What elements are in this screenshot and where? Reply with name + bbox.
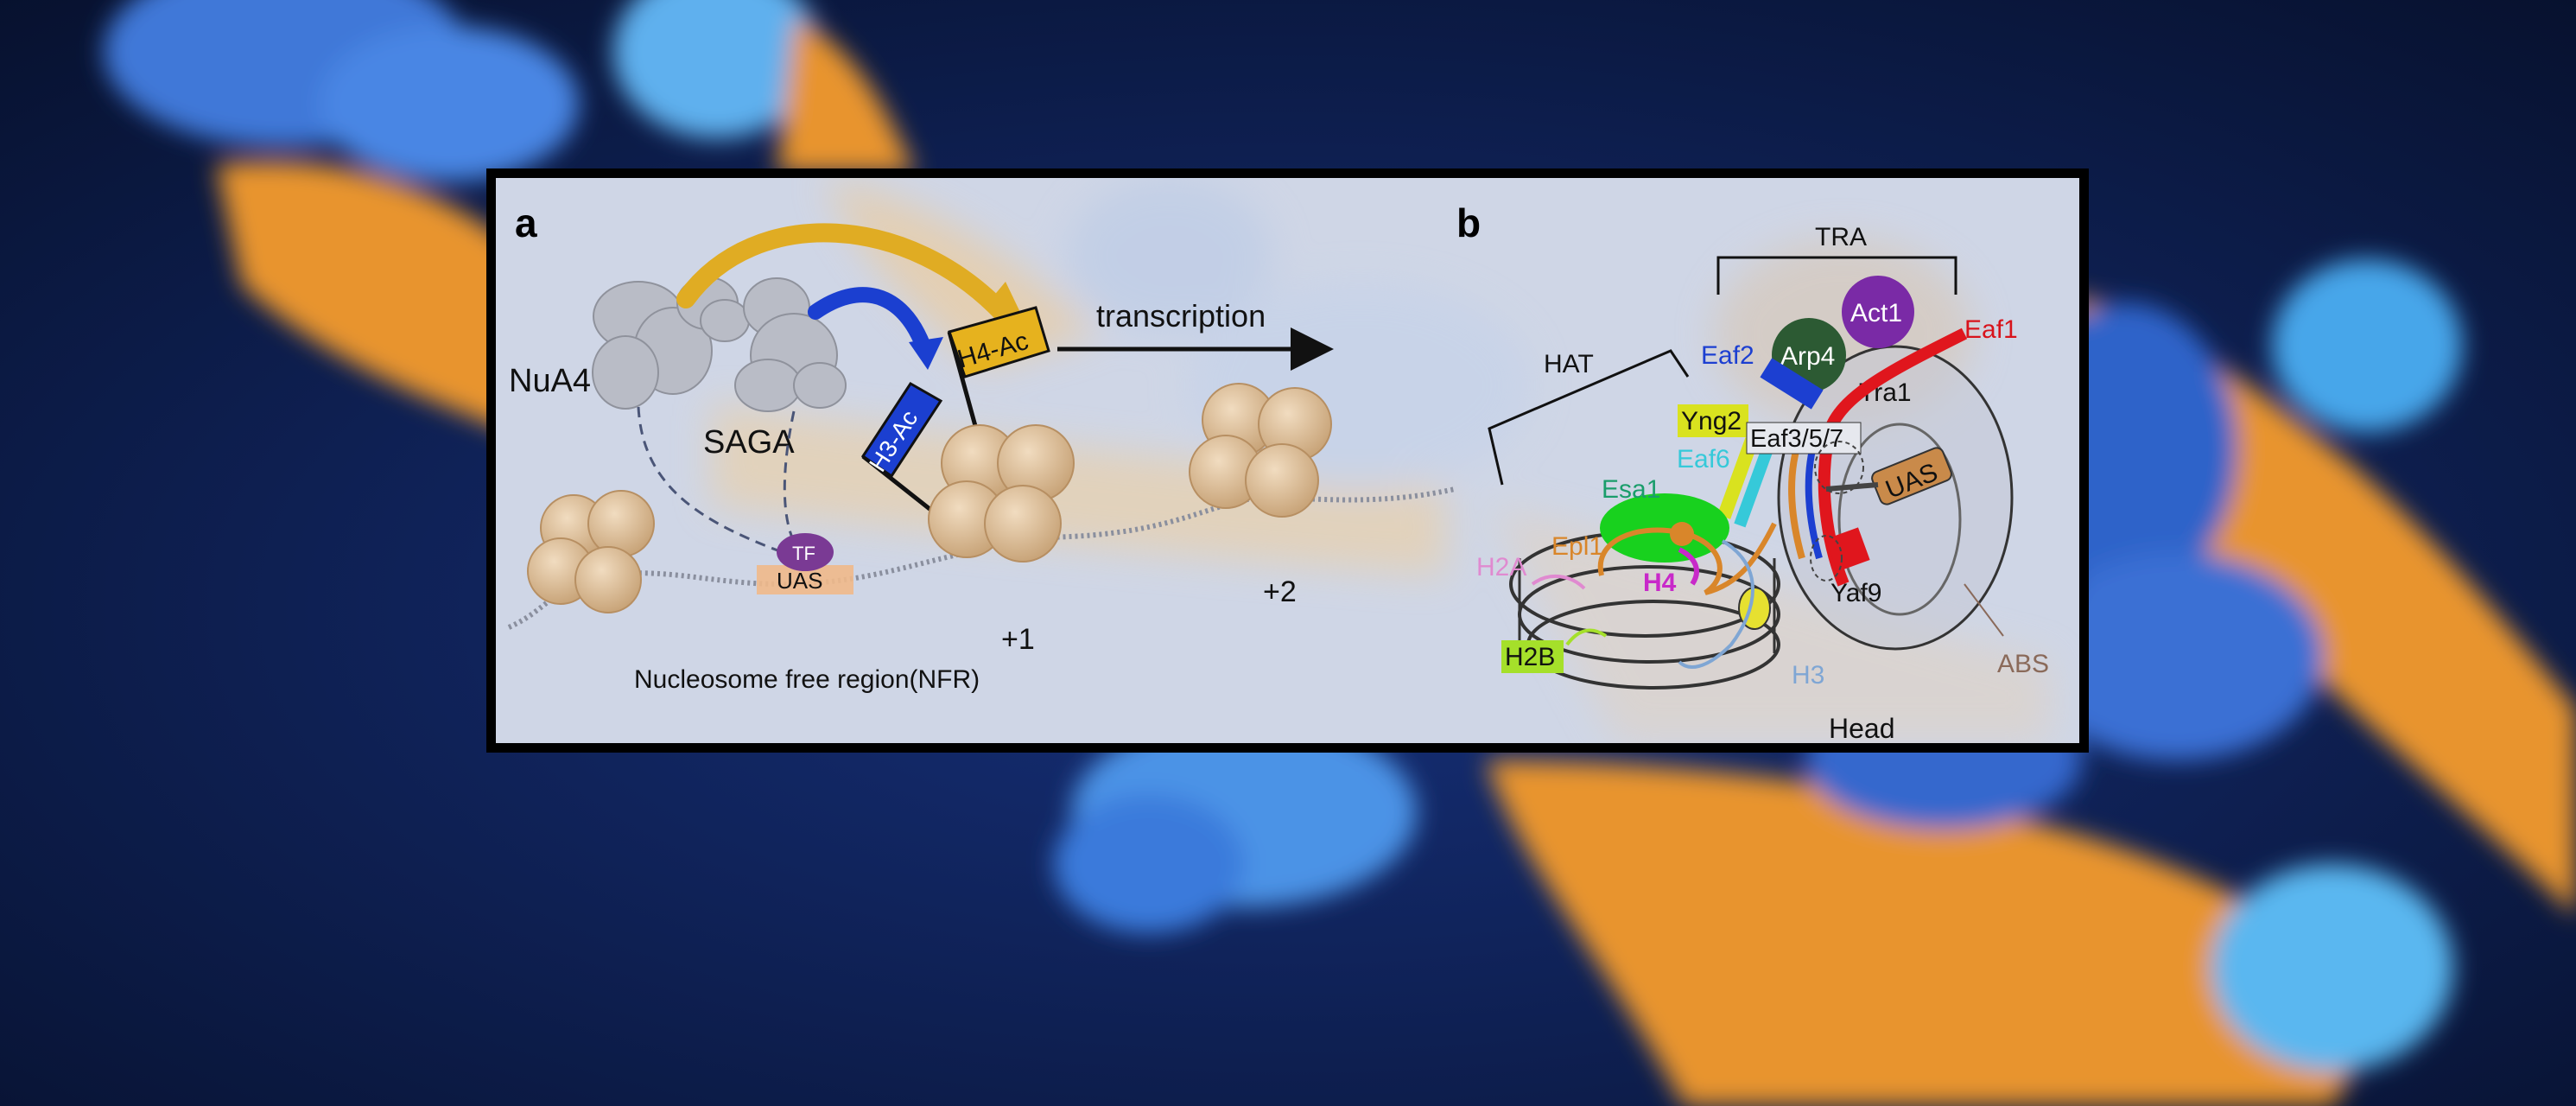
eaf1-label: Eaf1: [1964, 315, 2018, 344]
hat-label: HAT: [1544, 350, 1594, 378]
figure-panel: a NuA4 SAGA H4-Ac H3-Ac transcription: [486, 168, 2089, 753]
saga-arrow: [808, 287, 931, 354]
plus2-label: +2: [1263, 575, 1297, 608]
yng2-label: Yng2: [1681, 407, 1742, 435]
yng2-band: [1717, 437, 1759, 519]
uas-label-a: UAS: [777, 568, 822, 594]
panel-a-letter: a: [515, 200, 537, 245]
tf-label: TF: [792, 543, 815, 564]
plus1-label: +1: [1001, 623, 1035, 656]
saga-arrow-head: [909, 337, 943, 370]
yaf9-label: Yaf9: [1830, 579, 1882, 607]
eaf2-block: [1760, 358, 1824, 410]
yng2-label-bg: [1678, 404, 1748, 437]
act1-shape: [1842, 276, 1914, 348]
saga-label: SAGA: [703, 424, 795, 461]
eaf357-label: Eaf3/5/7: [1750, 425, 1843, 453]
esa1-label: Esa1: [1602, 475, 1660, 504]
nucleosome-cluster-left: [527, 490, 655, 613]
nua4-complex-shape: [592, 276, 750, 410]
nucleosome-cluster-plus1: [928, 424, 1075, 563]
h2b-label: H2B: [1505, 643, 1555, 671]
head-label: Head: [1829, 713, 1895, 743]
tf-shape: [777, 533, 834, 571]
tra-bracket: [1716, 256, 1957, 295]
tra-label: TRA: [1815, 223, 1867, 251]
nucleosome-cluster-plus2: [1189, 383, 1332, 518]
h3-label: H3: [1792, 661, 1824, 690]
h2a-label: H2A: [1476, 553, 1526, 582]
eaf2-label: Eaf2: [1701, 341, 1754, 370]
eaf6-band: [1734, 442, 1775, 528]
epl1-chain: [1597, 522, 1777, 595]
transcription-label: transcription: [1096, 298, 1266, 334]
act1-label: Act1: [1850, 299, 1902, 327]
nua4-arrow: [676, 223, 1015, 326]
epl1-label: Epl1: [1551, 532, 1603, 561]
saga-complex-shape: [734, 277, 847, 412]
eaf1-block: [1825, 527, 1870, 572]
h4ac-flag: [948, 306, 1050, 378]
panel-b-letter: b: [1456, 200, 1481, 245]
figure-canvas: a NuA4 SAGA H4-Ac H3-Ac transcription: [507, 178, 2051, 743]
h4-label: H4: [1643, 569, 1677, 597]
hat-bracket: [1488, 349, 1690, 486]
uas-block-b: [1871, 447, 1952, 505]
eaf6-label: Eaf6: [1677, 445, 1730, 474]
nfr-label: Nucleosome free region(NFR): [634, 665, 980, 694]
abs-label: ABS: [1997, 650, 2049, 678]
eaf357-label-bg: [1746, 422, 1862, 454]
h2b-label-bg: [1501, 640, 1564, 673]
h3ac-flag: [860, 381, 943, 479]
nua4-label: NuA4: [509, 363, 591, 399]
arp4-label: Arp4: [1780, 342, 1835, 371]
